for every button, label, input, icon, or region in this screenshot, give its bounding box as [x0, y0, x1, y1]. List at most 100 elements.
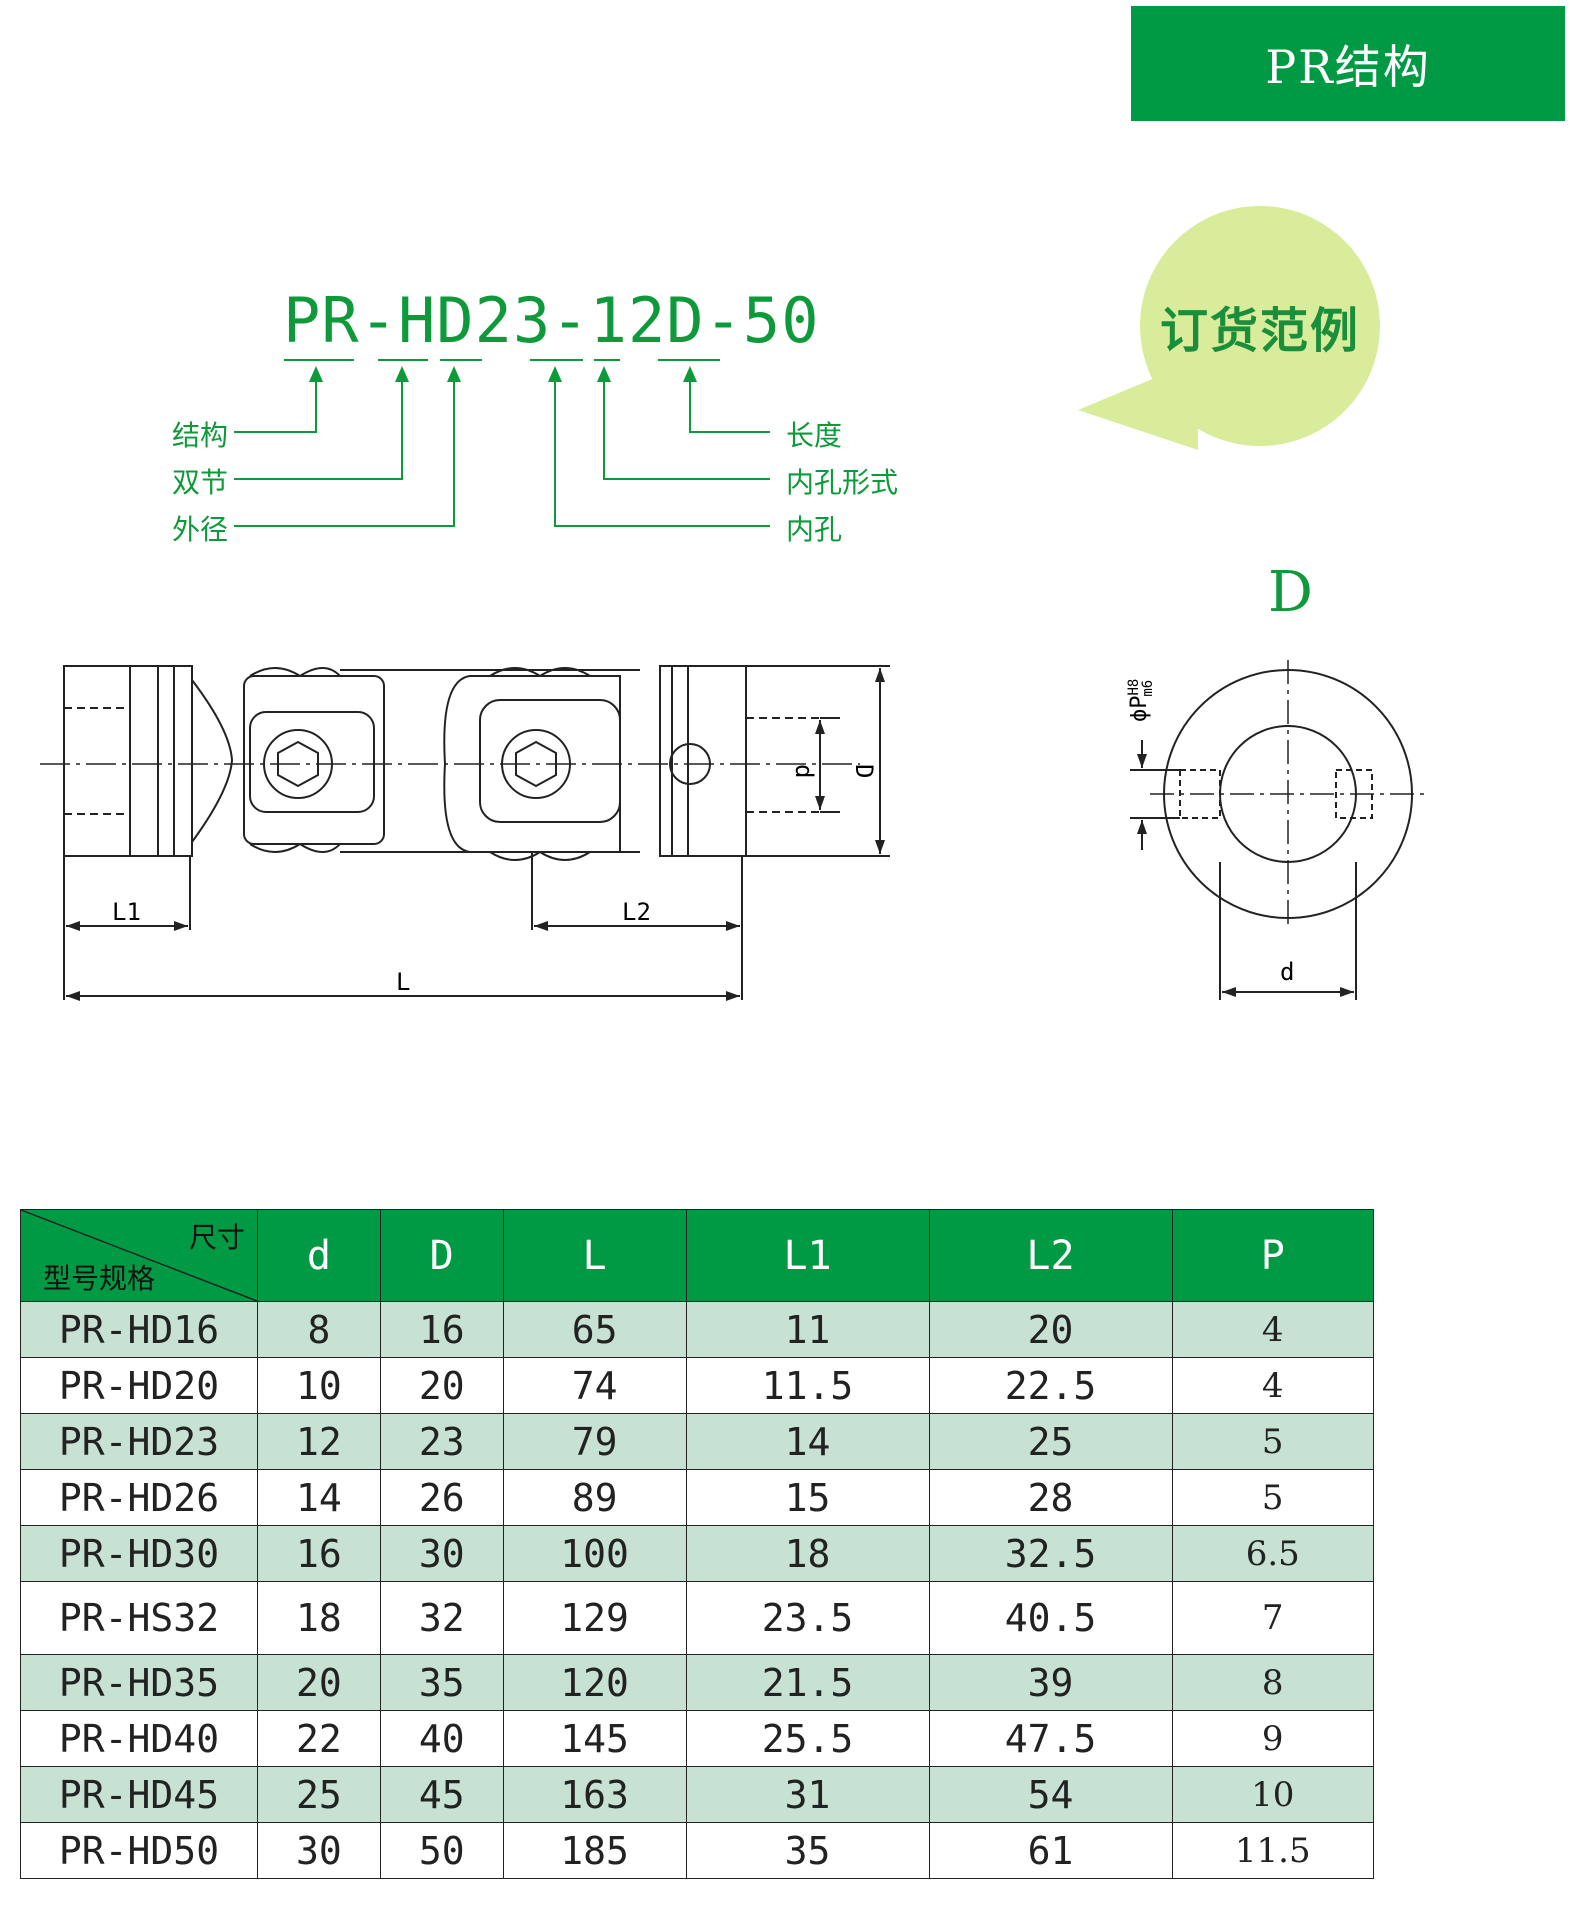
value-cell-D: 40: [379, 1710, 504, 1767]
value-cell-d: 25: [257, 1766, 381, 1823]
col-header-d: d: [257, 1209, 381, 1302]
value-cell-L: 120: [502, 1654, 687, 1711]
dim-label-L1: L1: [112, 898, 141, 926]
value-cell-L1: 18: [685, 1525, 930, 1582]
value-cell-d: 22: [257, 1710, 381, 1767]
side-view-drawing: d D L1 L2 L: [40, 665, 890, 1001]
legend-length: 长度: [786, 419, 843, 452]
model-cell: PR-HD45: [20, 1766, 258, 1823]
value-cell-L2: 54: [928, 1766, 1173, 1823]
value-cell-L2: 61: [928, 1822, 1173, 1879]
legend-double-joint: 双节: [172, 466, 229, 499]
legend-bore-type: 内孔形式: [786, 466, 899, 499]
value-cell-L: 79: [502, 1413, 687, 1470]
dim-label-D: D: [850, 764, 878, 778]
model-cell: PR-HD50: [20, 1822, 258, 1879]
value-cell-L2: 32.5: [928, 1525, 1173, 1582]
value-cell-d: 30: [257, 1822, 381, 1879]
col-header-L: L: [502, 1209, 687, 1302]
value-cell-D: 23: [379, 1413, 504, 1470]
value-cell-L1: 25.5: [685, 1710, 930, 1767]
value-cell-D: 45: [379, 1766, 504, 1823]
value-cell-D: 35: [379, 1654, 504, 1711]
model-cell: PR-HD40: [20, 1710, 258, 1767]
value-cell-P: 5: [1171, 1413, 1374, 1470]
value-cell-d: 8: [257, 1301, 381, 1358]
value-cell-D: 20: [379, 1357, 504, 1414]
table-header-row: 尺寸 型号规格 d D L L1 L2 P: [20, 1209, 1374, 1302]
corner-diagonal: [21, 1210, 257, 1301]
value-cell-L: 100: [502, 1525, 687, 1582]
model-cell: PR-HD30: [20, 1525, 258, 1582]
value-cell-L: 89: [502, 1469, 687, 1526]
col-header-L2: L2: [928, 1209, 1173, 1302]
value-cell-P: 5: [1171, 1469, 1374, 1526]
model-cell: PR-HS32: [20, 1581, 258, 1655]
corner-label-model: 型号规格: [43, 1262, 156, 1295]
value-cell-D: 30: [379, 1525, 504, 1582]
value-cell-D: 32: [379, 1581, 504, 1655]
section-view-drawing: ϕPH8m6 d: [1126, 660, 1430, 1000]
value-cell-P: 4: [1171, 1301, 1374, 1358]
value-cell-P: 11.5: [1171, 1822, 1374, 1879]
value-cell-P: 10: [1171, 1766, 1374, 1823]
value-cell-L: 145: [502, 1710, 687, 1767]
legend-outer-diameter: 外径: [172, 513, 229, 546]
value-cell-L1: 31: [685, 1766, 930, 1823]
dim-label-d: d: [790, 764, 818, 778]
value-cell-d: 14: [257, 1469, 381, 1526]
value-cell-L1: 14: [685, 1413, 930, 1470]
corner-label-size: 尺寸: [188, 1221, 245, 1254]
value-cell-L2: 22.5: [928, 1357, 1173, 1414]
value-cell-P: 9: [1171, 1710, 1374, 1767]
dim-label-L2: L2: [622, 898, 651, 926]
model-cell: PR-HD35: [20, 1654, 258, 1711]
value-cell-L: 74: [502, 1357, 687, 1414]
col-header-L1: L1: [685, 1209, 930, 1302]
value-cell-d: 10: [257, 1357, 381, 1414]
order-code-leaders: [234, 359, 770, 527]
value-cell-L2: 39: [928, 1654, 1173, 1711]
value-cell-L2: 40.5: [928, 1581, 1173, 1655]
value-cell-L: 65: [502, 1301, 687, 1358]
model-cell: PR-HD23: [20, 1413, 258, 1470]
value-cell-d: 12: [257, 1413, 381, 1470]
order-example-bubble: 订货范例: [1140, 206, 1380, 446]
value-cell-L: 185: [502, 1822, 687, 1879]
value-cell-L1: 11.5: [685, 1357, 930, 1414]
value-cell-L1: 11: [685, 1301, 930, 1358]
value-cell-L2: 25: [928, 1413, 1173, 1470]
dim-label-L: L: [396, 968, 410, 996]
model-cell: PR-HD26: [20, 1469, 258, 1526]
value-cell-P: 8: [1171, 1654, 1374, 1711]
value-cell-L1: 35: [685, 1822, 930, 1879]
model-cell: PR-HD16: [20, 1301, 258, 1358]
value-cell-P: 6.5: [1171, 1525, 1374, 1582]
section-title: D: [1268, 560, 1313, 625]
page-title: PR结构: [1131, 6, 1565, 121]
legend-structure: 结构: [172, 419, 229, 452]
value-cell-d: 16: [257, 1525, 381, 1582]
value-cell-L1: 23.5: [685, 1581, 930, 1655]
order-example-label: 订货范例: [1159, 303, 1360, 359]
value-cell-P: 7: [1171, 1581, 1374, 1655]
legend-bore: 内孔: [786, 513, 843, 546]
value-cell-D: 50: [379, 1822, 504, 1879]
dim-label-section-d: d: [1280, 958, 1294, 986]
value-cell-P: 4: [1171, 1357, 1374, 1414]
value-cell-L1: 21.5: [685, 1654, 930, 1711]
model-cell: PR-HD20: [20, 1357, 258, 1414]
value-cell-d: 20: [257, 1654, 381, 1711]
col-header-D: D: [379, 1209, 504, 1302]
table-corner-header: 尺寸 型号规格: [20, 1209, 258, 1302]
